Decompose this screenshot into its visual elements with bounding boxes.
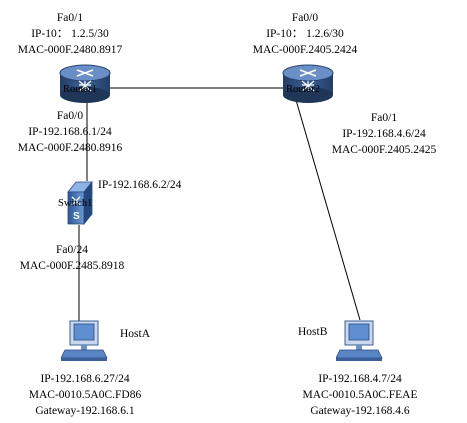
switch1-fa024-mac: MAC-000F.2485.8918 <box>19 260 125 272</box>
link-router2-hostb <box>295 99 361 321</box>
computer-icon <box>335 320 383 361</box>
router-icon <box>59 64 111 103</box>
host-a[interactable] <box>60 320 109 362</box>
computer-icon <box>60 320 108 361</box>
host-b-ip: IP-192.168.4.7/24 <box>318 373 402 385</box>
host-a-gateway: Gateway-192.168.6.1 <box>35 405 135 417</box>
router1-fa01-ip: IP-10： 1.2.5/30 <box>31 28 109 40</box>
router1-fa00-port: Fa0/0 <box>56 110 84 122</box>
switch1[interactable]: S Switch1 <box>58 180 100 226</box>
router1[interactable]: Router1 <box>57 61 113 105</box>
host-b-gateway: Gateway-192.168.4.6 <box>310 405 410 417</box>
host-a-ip: IP-192.168.6.27/24 <box>40 373 130 385</box>
switch1-label: Switch1 <box>58 198 93 209</box>
switch-icon: S <box>67 180 93 226</box>
host-b-label: HostB <box>298 326 328 338</box>
router2-fa01-port: Fa0/1 <box>370 112 398 124</box>
svg-text:S: S <box>73 211 80 222</box>
router2-label: Router2 <box>286 84 320 95</box>
router2-fa00-port: Fa0/0 <box>291 12 319 24</box>
router2[interactable]: Router2 <box>280 61 336 105</box>
router1-fa01-mac: MAC-000F.2480.8917 <box>17 44 123 56</box>
router1-fa00-mac: MAC-000F.2480.8916 <box>17 142 123 154</box>
switch1-ip: IP-192.168.6.2/24 <box>98 179 182 191</box>
host-a-mac: MAC-0010.5A0C.FD86 <box>28 389 142 401</box>
router1-fa01-port: Fa0/1 <box>56 12 84 24</box>
router1-label: Router1 <box>63 84 97 95</box>
router2-fa00-mac: MAC-000F.2405.2424 <box>252 44 358 56</box>
switch1-fa024-port: Fa0/24 <box>56 244 88 256</box>
router2-fa01-ip: IP-192.168.4.6/24 <box>342 128 426 140</box>
router2-fa01-mac: MAC-000F.2405.2425 <box>331 144 437 156</box>
router2-fa00-ip: IP-10： 1.2.6/30 <box>266 28 344 40</box>
host-b[interactable] <box>335 320 384 362</box>
router-icon <box>282 64 334 103</box>
host-b-mac: MAC-0010.5A0C.FEAE <box>302 389 418 401</box>
router1-fa00-ip: IP-192.168.6.1/24 <box>28 126 112 138</box>
host-a-label: HostA <box>120 328 151 340</box>
